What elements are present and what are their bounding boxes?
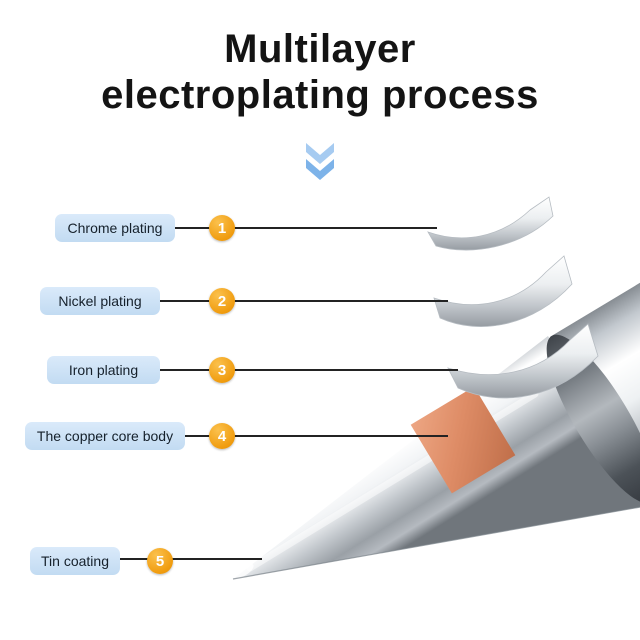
label-chrome-plating: Chrome plating — [55, 214, 175, 242]
layer-strip-chrome — [427, 196, 554, 251]
layer-strip-nickel — [433, 255, 573, 327]
label-nickel-plating: Nickel plating — [40, 287, 160, 315]
layer-strip-iron — [447, 323, 599, 399]
page-title: Multilayer electroplating process — [0, 26, 640, 118]
label-text: Tin coating — [41, 553, 109, 569]
label-iron-plating: Iron plating — [47, 356, 160, 384]
title-line-2: electroplating process — [101, 73, 539, 117]
leader-line-5 — [120, 558, 262, 560]
step-badge-3: 3 — [209, 357, 235, 383]
label-text: The copper core body — [36, 428, 174, 444]
step-badge-5: 5 — [147, 548, 173, 574]
step-badge-2: 2 — [209, 288, 235, 314]
label-tin-coating: Tin coating — [30, 547, 120, 575]
leader-line-4 — [185, 435, 448, 437]
leader-line-1 — [175, 227, 437, 229]
body-rim — [546, 334, 640, 504]
label-text: Chrome plating — [67, 220, 163, 236]
label-text: Nickel plating — [58, 293, 142, 309]
iron-body — [546, 223, 640, 504]
cone-bottom-edge — [232, 506, 640, 580]
tin-tip-highlight — [232, 563, 254, 579]
chevron-down-icon — [306, 143, 334, 180]
leader-line-3 — [160, 369, 458, 371]
step-badge-4: 4 — [209, 423, 235, 449]
leader-line-2 — [160, 300, 448, 302]
step-badge-1: 1 — [209, 215, 235, 241]
copper-core — [410, 386, 516, 494]
label-text: Iron plating — [68, 362, 139, 378]
title-line-1: Multilayer — [224, 27, 416, 71]
label-copper-core-body: The copper core body — [25, 422, 185, 450]
